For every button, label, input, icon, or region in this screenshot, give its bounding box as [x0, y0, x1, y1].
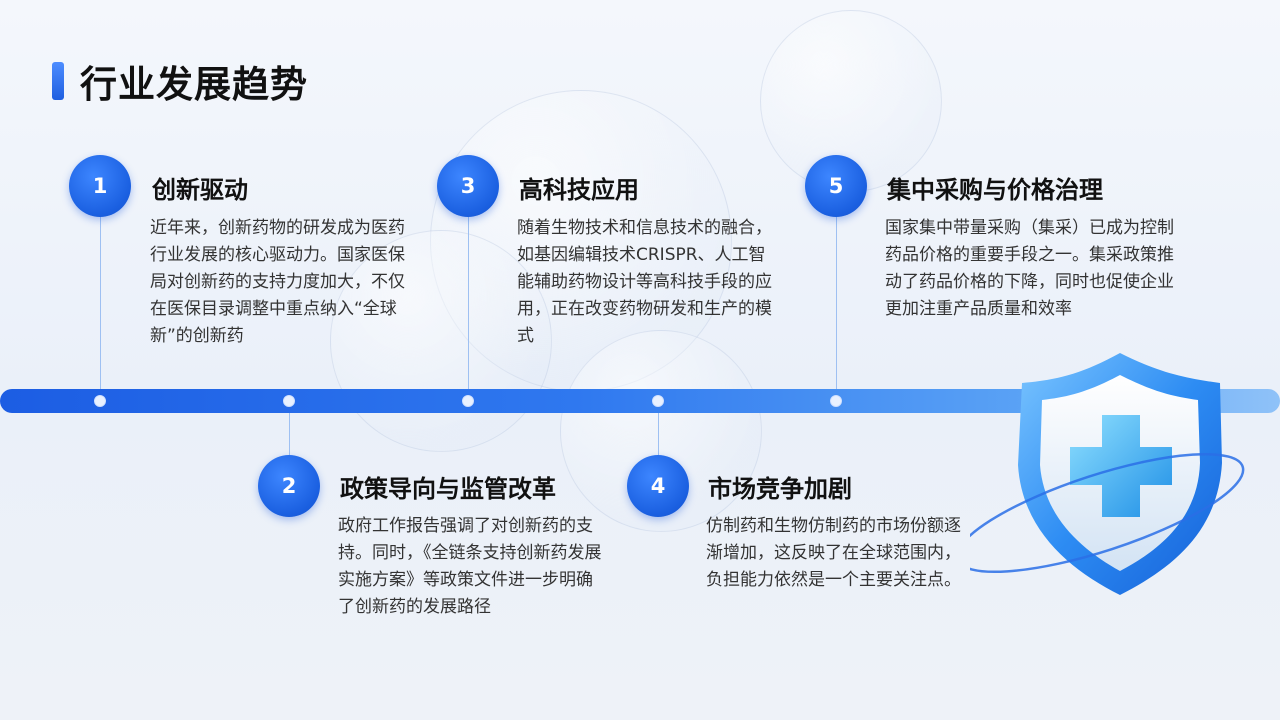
step-title-2: 政策导向与监管改革 — [340, 475, 556, 503]
step-body-3: 随着生物技术和信息技术的融合，如基因编辑技术CRISPR、人工智能辅助药物设计等… — [517, 218, 772, 346]
connector-line — [836, 216, 837, 396]
timeline-dot — [94, 395, 106, 407]
timeline-dot — [652, 395, 664, 407]
step-number-1: 1 — [69, 155, 131, 217]
background-bubble — [560, 330, 762, 532]
step-body-2: 政府工作报告强调了对创新药的支持。同时，《全链条支持创新药发展实施方案》等政策文… — [338, 516, 602, 617]
connector-line — [289, 405, 290, 457]
connector-line — [468, 216, 469, 396]
step-number-4: 4 — [627, 455, 689, 517]
step-body-5: 国家集中带量采购（集采）已成为控制药品价格的重要手段之一。集采政策推动了药品价格… — [885, 218, 1174, 319]
page-title: 行业发展趋势 — [80, 63, 308, 106]
connector-line — [100, 216, 101, 396]
step-title-5: 集中采购与价格治理 — [887, 176, 1103, 204]
step-number-5: 5 — [805, 155, 867, 217]
timeline-dot — [830, 395, 842, 407]
step-title-4: 市场竞争加剧 — [708, 475, 852, 503]
step-body-4: 仿制药和生物仿制药的市场份额逐渐增加，这反映了在全球范围内，负担能力依然是一个主… — [706, 516, 961, 590]
medical-shield-cross-icon — [955, 345, 1270, 605]
step-title-1: 创新驱动 — [152, 176, 248, 204]
step-title-3: 高科技应用 — [519, 176, 639, 204]
step-body-1: 近年来，创新药物的研发成为医药行业发展的核心驱动力。国家医保局对创新药的支持力度… — [150, 218, 405, 346]
connector-line — [658, 405, 659, 457]
step-number-3: 3 — [437, 155, 499, 217]
timeline-dot — [283, 395, 295, 407]
timeline-dot — [462, 395, 474, 407]
step-number-2: 2 — [258, 455, 320, 517]
title-accent-bar — [52, 62, 64, 100]
background-bubble — [330, 230, 552, 452]
